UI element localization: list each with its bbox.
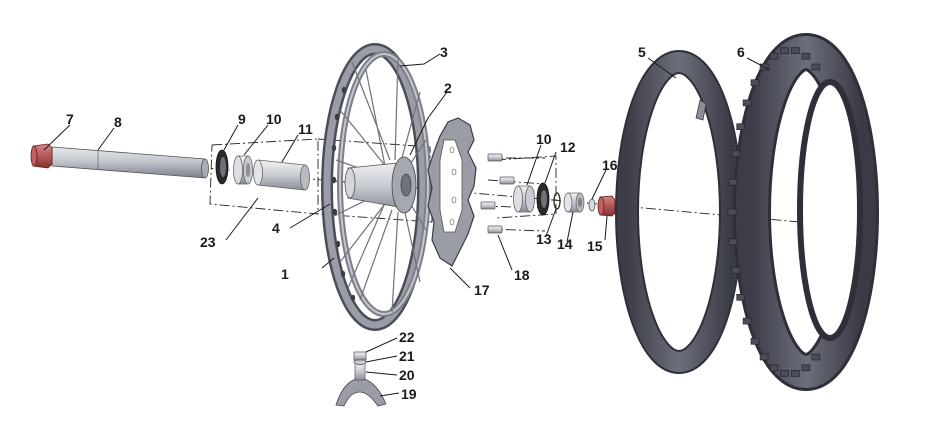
axle <box>51 146 209 179</box>
callout-2: 2 <box>444 80 452 96</box>
tread-block <box>750 79 760 86</box>
tread-block <box>769 52 779 60</box>
callout-10-right: 10 <box>536 131 552 147</box>
oil-seal-right <box>536 182 550 216</box>
callout-12: 12 <box>560 139 576 155</box>
tread-block <box>736 293 746 301</box>
tread-block <box>780 369 789 377</box>
tread-block <box>811 63 821 71</box>
callout-22: 22 <box>399 329 415 345</box>
brake-disc <box>427 117 477 267</box>
callout-4: 4 <box>272 220 280 236</box>
rim <box>321 43 431 331</box>
callout-8: 8 <box>114 114 122 130</box>
circlip <box>553 192 561 210</box>
wheel-collar <box>563 192 585 213</box>
tire-tread-blocks <box>727 47 821 377</box>
callout-9: 9 <box>238 111 246 127</box>
callout-5: 5 <box>638 44 646 60</box>
washer <box>588 198 596 212</box>
tread-block <box>791 47 800 55</box>
tread-block <box>728 178 738 186</box>
axle-nut <box>30 143 53 169</box>
callout-1: 1 <box>281 266 289 282</box>
callout-6: 6 <box>737 44 745 60</box>
tread-block <box>742 99 752 107</box>
callout-labels: 1 2 3 4 5 6 7 8 9 10 10 11 12 13 14 15 1… <box>66 44 745 402</box>
bearing-left <box>233 155 253 185</box>
tread-block <box>811 353 821 361</box>
callout-19: 19 <box>401 386 417 402</box>
rim-lock-nut <box>353 351 367 361</box>
tread-block <box>801 52 811 60</box>
callout-15: 15 <box>587 238 603 254</box>
right-bearing-group-box <box>495 155 557 219</box>
tread-block <box>791 369 800 377</box>
tread-block <box>769 364 779 372</box>
callout-23: 23 <box>200 234 216 250</box>
spokes <box>335 57 427 313</box>
callout-11: 11 <box>298 121 313 137</box>
tread-block <box>801 364 811 372</box>
rim-lock <box>335 377 387 407</box>
callout-3: 3 <box>440 44 448 60</box>
callout-20: 20 <box>399 367 415 383</box>
callout-7: 7 <box>66 111 74 127</box>
leader-lines <box>43 53 771 397</box>
tread-block <box>750 337 760 345</box>
oil-seal-left <box>215 149 229 185</box>
bearing-right <box>513 185 535 213</box>
tread-block <box>728 238 738 246</box>
tread-block <box>759 353 769 361</box>
disc-bolts <box>480 153 515 234</box>
callout-14: 14 <box>557 236 573 252</box>
callout-13: 13 <box>536 231 552 247</box>
callout-18: 18 <box>514 267 530 283</box>
tread-block <box>727 208 737 216</box>
tread-block <box>731 267 741 274</box>
callout-21: 21 <box>399 348 415 364</box>
inner-tube <box>615 50 743 374</box>
callout-16: 16 <box>602 157 618 173</box>
hub-spacer <box>253 159 310 191</box>
callout-10-left: 10 <box>266 111 282 127</box>
axle-nut-right <box>597 195 616 217</box>
tread-block <box>731 150 741 157</box>
callout-17: 17 <box>474 282 490 298</box>
tread-block <box>736 123 746 130</box>
wheel-hub <box>344 156 417 214</box>
tread-block <box>780 47 789 55</box>
tire <box>727 33 879 391</box>
tread-block <box>742 317 752 325</box>
